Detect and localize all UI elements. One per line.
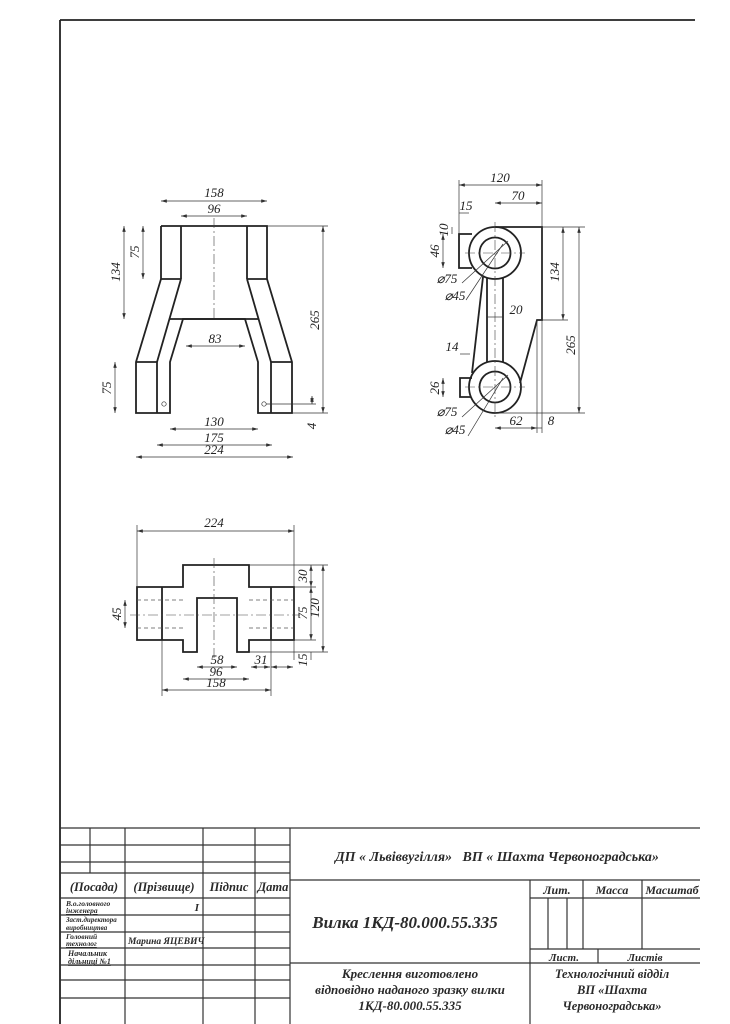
dimension-label: 265 bbox=[563, 335, 578, 355]
row-surname: Марина ЯЦЕВИЧ bbox=[127, 937, 205, 947]
department-line: Червоноградська» bbox=[562, 999, 661, 1013]
dimension-label: 4 bbox=[304, 422, 319, 429]
header-signature: Підпис bbox=[209, 880, 249, 894]
dimension-label: 70 bbox=[512, 188, 526, 203]
dimension-label: 224 bbox=[204, 442, 224, 457]
dimension-label: 58 bbox=[211, 652, 225, 667]
dimension-label: 158 bbox=[206, 675, 226, 690]
sheet-label: Лист. bbox=[548, 952, 579, 964]
dimension-label: 10 bbox=[436, 223, 451, 237]
row-surname: І bbox=[194, 902, 200, 914]
dimension-label: 75 bbox=[99, 381, 114, 395]
dimension-label: 96 bbox=[210, 664, 224, 679]
lit-label: Лит. bbox=[542, 883, 570, 897]
diameter-label: ⌀75 bbox=[437, 271, 458, 286]
part-name: Вилка 1КД-80.000.55.335 bbox=[311, 913, 498, 932]
row-position: технолог bbox=[66, 939, 97, 948]
dimension-label: 26 bbox=[427, 381, 442, 395]
row-position: виробництва bbox=[66, 924, 108, 932]
front-view bbox=[135, 218, 328, 414]
row-position: Головний bbox=[65, 932, 97, 941]
row-position: Начальник bbox=[67, 949, 108, 958]
note-line: Креслення виготовлено bbox=[341, 966, 479, 981]
row-position: Заст.директора bbox=[65, 916, 117, 924]
diameter-label: ⌀75 bbox=[437, 404, 458, 419]
dimension-label: 96 bbox=[208, 201, 222, 216]
dimension-label: 45 bbox=[109, 607, 124, 621]
dimensions: 1589683130175224134757526541207015104613… bbox=[99, 170, 581, 692]
note-line: відповідно наданого зразку вилки bbox=[315, 982, 505, 997]
dimension-label: 46 bbox=[427, 244, 442, 258]
pin-hole-icon bbox=[261, 401, 267, 407]
header-surname: (Прізвище) bbox=[133, 880, 194, 894]
row-position: В.о.головного bbox=[65, 899, 110, 908]
sheets-label: Листів bbox=[626, 952, 662, 964]
pin-hole-icon bbox=[161, 401, 167, 407]
title-block: ДП « Львіввугілля» ВП « Шахта Червоногра… bbox=[60, 827, 700, 1024]
mass-label: Масса bbox=[595, 883, 629, 897]
header-position: (Посада) bbox=[70, 880, 118, 894]
dimension-label: 31 bbox=[254, 652, 268, 667]
scale-label: Масштаб bbox=[644, 883, 699, 897]
top-view bbox=[130, 525, 328, 696]
note-line: 1КД-80.000.55.335 bbox=[358, 998, 462, 1013]
drawing-frame bbox=[59, 19, 695, 1024]
dimension-label: 14 bbox=[446, 339, 460, 354]
dimension-label: 75 bbox=[295, 606, 310, 620]
dimension-label: 224 bbox=[204, 515, 224, 530]
dimension-label: 134 bbox=[108, 262, 123, 282]
dimension-label: 120 bbox=[307, 598, 322, 618]
side-view bbox=[458, 180, 585, 437]
dimension-label: 15 bbox=[460, 198, 474, 213]
dimension-label: 20 bbox=[510, 302, 524, 317]
dimension-label: 158 bbox=[204, 185, 224, 200]
dimension-label: 130 bbox=[204, 414, 224, 429]
row-position: інженера bbox=[66, 906, 98, 915]
diameter-label: ⌀45 bbox=[445, 422, 466, 437]
department-line: ВП «Шахта bbox=[576, 983, 647, 997]
dimension-label: 265 bbox=[307, 310, 322, 330]
dimension-label: 134 bbox=[547, 262, 562, 282]
dimension-label: 175 bbox=[204, 430, 224, 445]
diameter-label: ⌀45 bbox=[445, 288, 466, 303]
dimension-label: 83 bbox=[209, 331, 223, 346]
row-position: дільниці №1 bbox=[68, 957, 111, 966]
department-line: Технологічний відділ bbox=[555, 967, 669, 981]
dimension-label: 30 bbox=[295, 569, 310, 584]
dimension-label: 15 bbox=[295, 653, 310, 667]
organization-name: ДП « Львіввугілля» ВП « Шахта Червоногра… bbox=[333, 850, 659, 865]
dimension-label: 8 bbox=[548, 413, 555, 428]
dimension-label: 75 bbox=[127, 245, 142, 259]
header-date: Дата bbox=[257, 880, 289, 894]
dimension-label: 62 bbox=[510, 413, 524, 428]
dimension-label: 120 bbox=[490, 170, 510, 185]
